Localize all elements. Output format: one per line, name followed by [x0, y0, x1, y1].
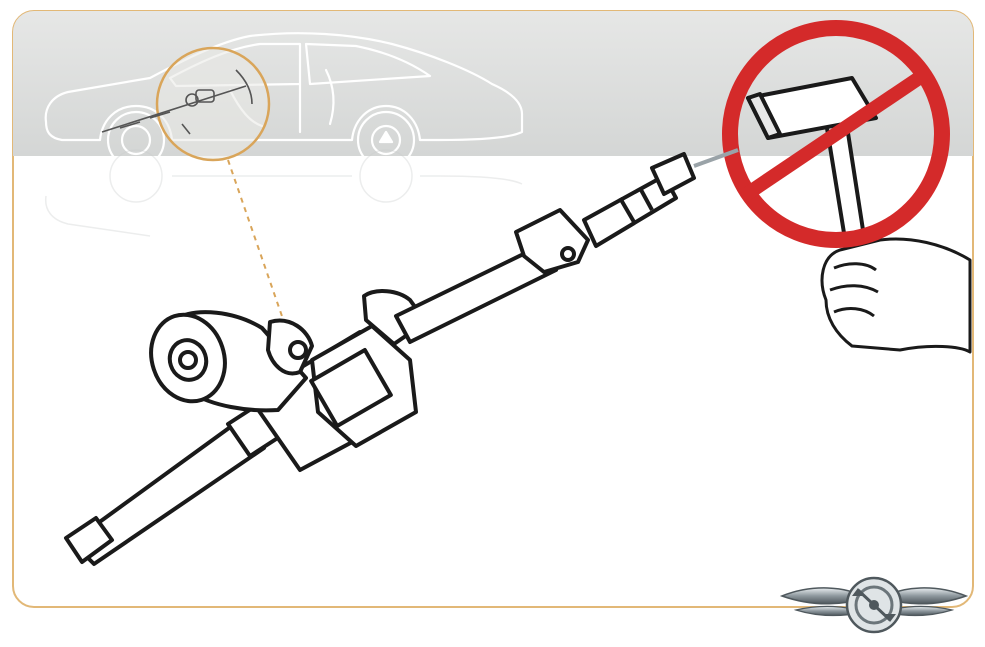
winged-emblem-icon [779, 576, 969, 634]
impact-mark [693, 148, 739, 168]
steering-rack-icon [64, 152, 696, 566]
detail-leader-line [227, 159, 285, 323]
prohibition-icon [722, 20, 950, 248]
detail-magnifier [101, 46, 285, 323]
